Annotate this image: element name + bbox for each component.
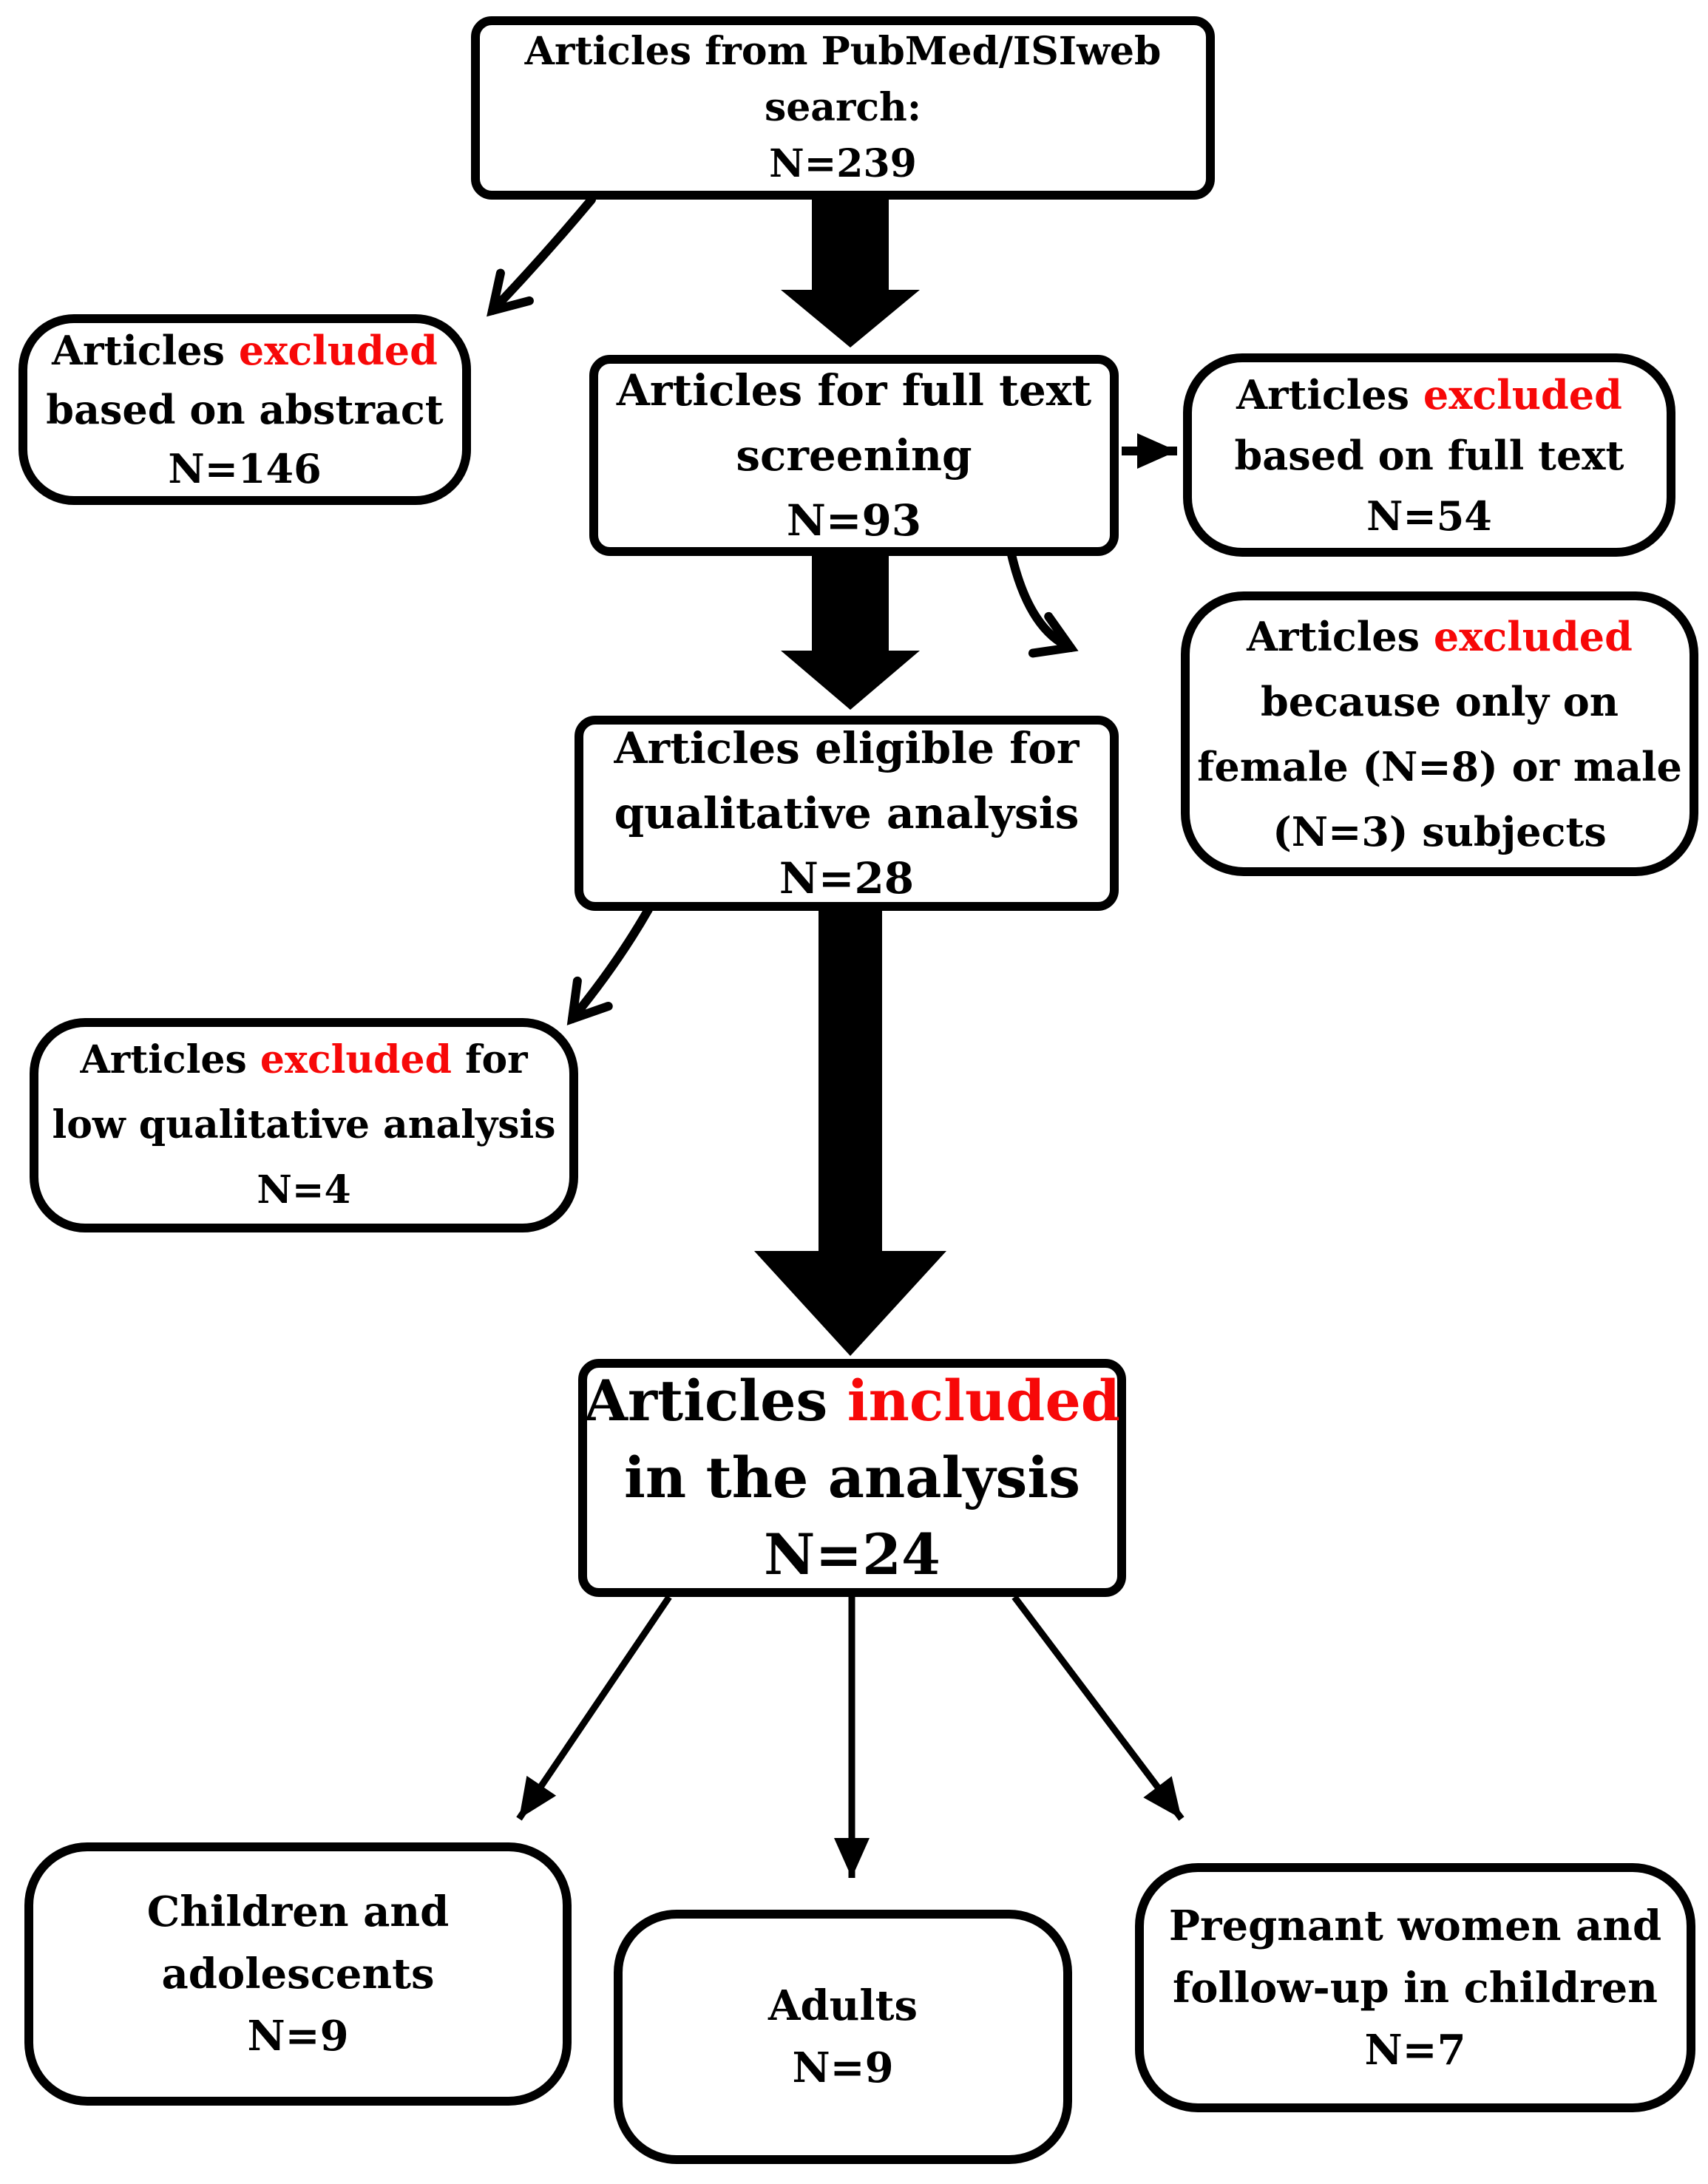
- box-line: Articles from PubMed/ISIweb: [524, 29, 1162, 74]
- box-line: Adults: [768, 1981, 918, 2030]
- box-count: N=9: [247, 2012, 349, 2061]
- box-count: N=146: [168, 445, 322, 492]
- box-line: female (N=8) or male: [1197, 742, 1682, 790]
- box-line: low qualitative analysis: [52, 1102, 556, 1147]
- box-count: N=28: [779, 853, 915, 903]
- box-line: follow-up in children: [1172, 1963, 1658, 2012]
- box-line: Articles excluded for: [80, 1028, 527, 1093]
- curved-arrow-to-excluded-sex: [1007, 550, 1079, 658]
- text-segment-red: excluded: [1433, 612, 1633, 660]
- box-line: because only on: [1260, 677, 1619, 725]
- box-line: in the analysis: [624, 1445, 1080, 1510]
- box-pregnant-women: Pregnant women and follow-up in children…: [1135, 1863, 1695, 2112]
- box-line: Articles excluded: [52, 321, 438, 380]
- text-segment: Articles: [1236, 370, 1423, 418]
- text-segment: for: [451, 1037, 528, 1082]
- box-line: Articles included: [584, 1363, 1120, 1439]
- text-segment-red: excluded: [238, 327, 438, 374]
- text-segment-red: excluded: [260, 1037, 452, 1082]
- box-search-results: Articles from PubMed/ISIweb search: N=23…: [471, 16, 1215, 200]
- box-line: Articles eligible for: [614, 723, 1080, 773]
- arrow-included-to-pregnant: [1011, 1595, 1185, 1821]
- box-line: Articles excluded: [1247, 604, 1633, 669]
- box-count: N=7: [1364, 2025, 1466, 2075]
- arrow-included-to-children: [516, 1595, 672, 1821]
- box-line: based on full text: [1234, 431, 1624, 479]
- box-line: Articles excluded: [1236, 364, 1622, 425]
- box-line: based on abstract: [46, 386, 444, 433]
- box-count: N=24: [764, 1522, 941, 1587]
- box-count: N=239: [769, 141, 917, 186]
- box-adults: Adults N=9: [614, 1910, 1072, 2164]
- text-segment: Articles: [1247, 612, 1434, 660]
- box-excluded-abstract: Articles excluded based on abstract N=14…: [18, 314, 471, 505]
- curved-arrow-to-excluded-abstract: [487, 195, 596, 317]
- box-count: N=54: [1366, 492, 1492, 540]
- box-eligible-qualitative: Articles eligible for qualitative analys…: [575, 716, 1119, 911]
- box-excluded-full-text: Articles excluded based on full text N=5…: [1183, 353, 1675, 557]
- curved-arrow-to-excluded-quality: [566, 905, 653, 1025]
- text-segment: Articles: [584, 1368, 847, 1434]
- block-arrow-screening-to-eligible: [781, 553, 920, 710]
- box-line: screening: [736, 430, 972, 481]
- text-segment-red: excluded: [1423, 370, 1622, 418]
- box-line: Pregnant women and: [1168, 1901, 1662, 1950]
- text-segment: Articles: [80, 1037, 260, 1082]
- text-segment-red: included: [847, 1368, 1120, 1434]
- box-children-adolescents: Children and adolescents N=9: [24, 1842, 572, 2106]
- box-line: adolescents: [161, 1950, 435, 1998]
- box-included-analysis: Articles included in the analysis N=24: [578, 1359, 1126, 1597]
- box-count: N=4: [257, 1167, 351, 1213]
- block-arrow-eligible-to-included: [754, 908, 946, 1356]
- box-line: search:: [764, 85, 922, 130]
- box-line: Children and: [146, 1888, 450, 1936]
- box-full-text-screening: Articles for full text screening N=93: [589, 355, 1119, 556]
- block-arrow-search-to-screening: [781, 198, 920, 347]
- box-line: (N=3) subjects: [1272, 807, 1607, 855]
- text-segment: Articles: [52, 327, 239, 374]
- box-excluded-sex-specific: Articles excluded because only on female…: [1181, 591, 1698, 876]
- box-count: N=9: [792, 2044, 894, 2092]
- box-excluded-low-quality: Articles excluded for low qualitative an…: [30, 1018, 578, 1232]
- box-line: Articles for full text: [616, 365, 1092, 416]
- box-line: qualitative analysis: [614, 788, 1080, 838]
- box-count: N=93: [786, 495, 922, 546]
